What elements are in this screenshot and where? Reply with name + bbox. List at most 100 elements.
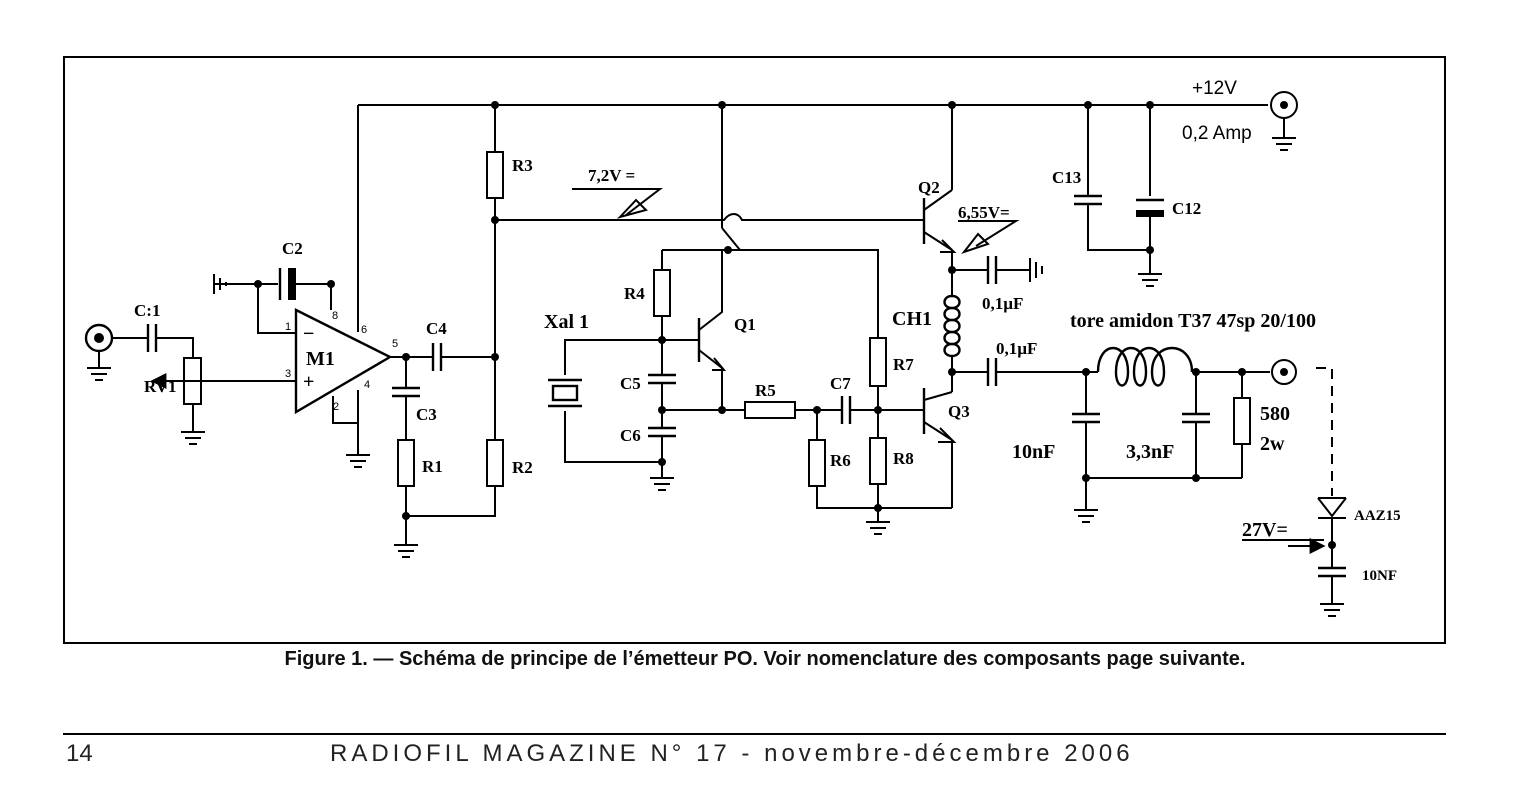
c12-label: C12 (1172, 199, 1201, 218)
resistor-r1 (397, 439, 415, 487)
r5-label: R5 (755, 381, 776, 400)
resistor-r8 (869, 437, 887, 485)
c3-label: C3 (416, 405, 437, 424)
pin8-wire (296, 283, 332, 310)
m1-minus: − (303, 323, 314, 345)
r2-label: R2 (512, 458, 533, 477)
input-connector-icon (84, 323, 114, 381)
toroid-inductor (1096, 346, 1194, 387)
resistor-r5 (744, 401, 796, 419)
schematic-frame (63, 56, 1446, 644)
choke-ch1 (943, 294, 961, 358)
ground-r1-icon (394, 544, 418, 558)
v655-label: 6,55V= (958, 203, 1010, 222)
ch1-label: CH1 (892, 308, 932, 330)
r1-label: R1 (422, 457, 443, 476)
capacitor-10NF (1318, 566, 1346, 578)
opamp-m1 (294, 308, 393, 415)
pin3: 3 (285, 368, 291, 380)
q2-base-wire (495, 213, 924, 221)
ground-c12-icon (1138, 273, 1162, 287)
cap01a-label: 0,1µF (982, 294, 1023, 313)
c10NF-label: 10NF (1362, 568, 1397, 584)
supply-connector-icon (1270, 91, 1298, 151)
output-connector-icon (1271, 359, 1297, 385)
r6-label: R6 (830, 451, 851, 470)
ground-decoupling-icon (1029, 258, 1043, 282)
page-number: 14 (66, 740, 93, 767)
resistor-r6 (808, 439, 826, 487)
c1-label: C:1 (134, 301, 160, 320)
capacitor-10nf (1072, 412, 1100, 424)
q2-label: Q2 (918, 178, 940, 197)
capacitor-c5 (648, 373, 676, 385)
pin2-wire (332, 396, 359, 455)
capacitor-c13 (1074, 194, 1102, 206)
magazine-footer: RADIOFIL MAGAZINE N° 17 - novembre-décem… (330, 740, 1134, 767)
capacitor-c12 (1136, 198, 1164, 217)
capacitor-c2 (278, 268, 296, 300)
q3-label: Q3 (948, 402, 970, 421)
ground-m1-icon (346, 454, 370, 468)
cap01b-label: 0,1µF (996, 339, 1037, 358)
ground-c6-icon (650, 477, 674, 491)
potentiometer-rv1 (150, 357, 205, 445)
q1-label: Q1 (734, 315, 756, 334)
c6-label: C6 (620, 426, 641, 445)
transistor-q2 (922, 189, 957, 253)
resistor-r4 (653, 269, 671, 317)
v72-pointer (572, 188, 663, 216)
supply-voltage-label: +12V (1192, 78, 1237, 99)
pin2: 2 (333, 401, 339, 413)
c2-label: C2 (282, 239, 303, 258)
c5-label: C5 (620, 374, 641, 393)
r7-label: R7 (893, 355, 914, 374)
capacitor-c4 (431, 343, 443, 371)
ground-output-icon (1074, 509, 1098, 523)
r3-label: R3 (512, 156, 533, 175)
resistor-r3 (486, 151, 504, 199)
r580-label: 580 (1260, 403, 1290, 425)
dashed-link (1316, 367, 1333, 496)
capacitor-3-3nf (1182, 412, 1210, 424)
xal-label: Xal 1 (544, 311, 589, 333)
footer-rule (63, 733, 1446, 735)
v655-pointer (958, 220, 1020, 247)
m1-label: M1 (306, 348, 335, 370)
c4-label: C4 (426, 319, 447, 338)
resistor-r2 (486, 439, 504, 487)
capacitor-c3 (392, 386, 420, 398)
v27-label: 27V= (1242, 519, 1288, 541)
diode-label: AAZ15 (1354, 508, 1401, 524)
capacitor-output (986, 358, 998, 386)
m1-plus: + (303, 371, 314, 393)
pin1: 1 (285, 321, 291, 333)
transistor-q3 (922, 388, 957, 443)
pin6: 6 (361, 324, 367, 336)
capacitor-decoupling (986, 256, 998, 284)
v72-label: 7,2V = (588, 166, 635, 185)
ground-r8-icon (866, 521, 890, 535)
capacitor-c6 (648, 426, 676, 438)
r4-label: R4 (624, 284, 645, 303)
capacitor-c1 (146, 324, 158, 352)
figure-caption: Figure 1. — Schéma de principe de l’émet… (284, 648, 1246, 670)
r2w-label: 2w (1260, 433, 1285, 455)
supply-current-label: 0,2 Amp (1182, 123, 1252, 144)
c10nf-label: 10nF (1012, 441, 1055, 463)
c33nf-label: 3,3nF (1126, 441, 1174, 463)
pin4: 4 (364, 379, 370, 391)
pin5: 5 (392, 338, 398, 350)
q1-crossover-wire (721, 227, 879, 338)
c13-label: C13 (1052, 168, 1081, 187)
transistor-q1 (662, 250, 727, 410)
toroid-label: tore amidon T37 47sp 20/100 (1070, 310, 1316, 332)
resistor-r7 (869, 337, 887, 387)
resistor-580 (1233, 397, 1251, 445)
pin8: 8 (332, 310, 338, 322)
ground-c2-icon (213, 274, 227, 294)
diode-aaz15 (1317, 497, 1347, 519)
r8-label: R8 (893, 449, 914, 468)
rv1-label: RV1 (144, 377, 176, 396)
